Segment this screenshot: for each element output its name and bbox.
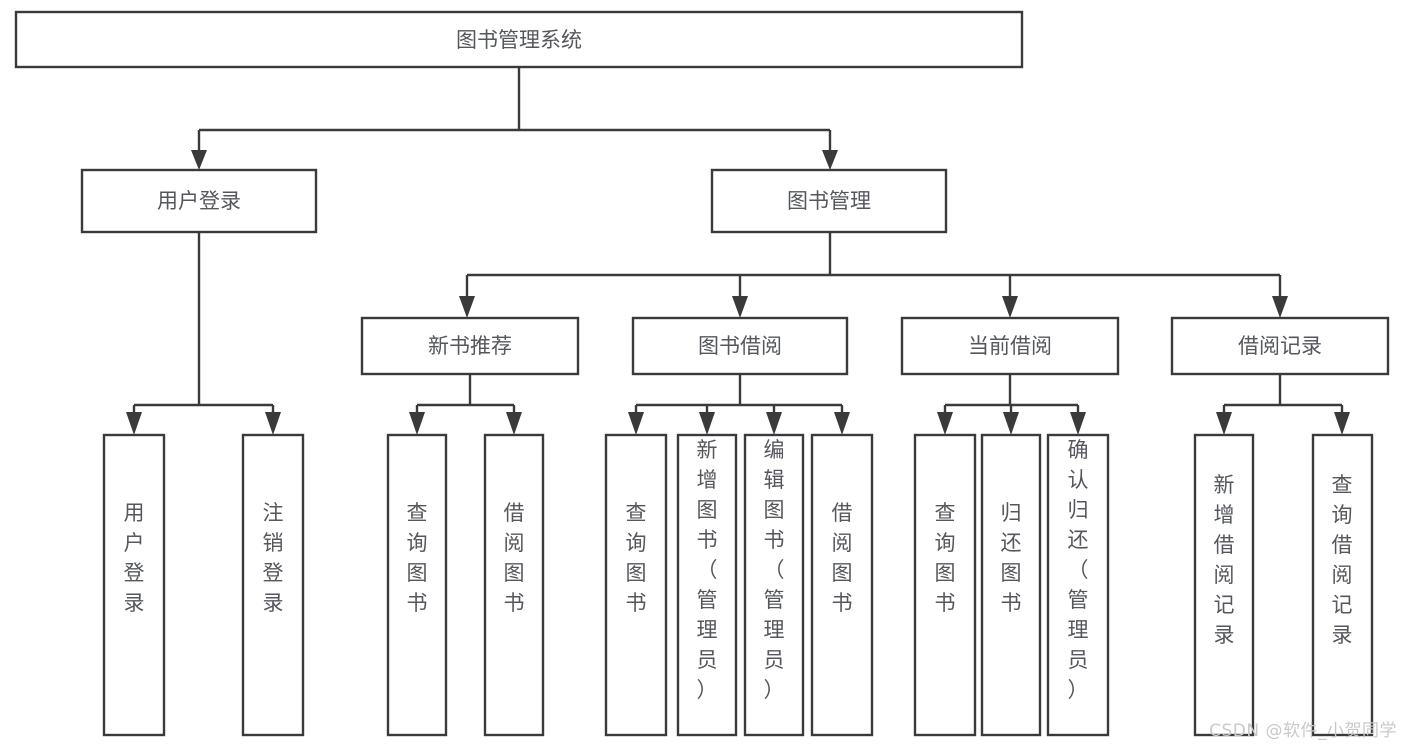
leaf-confirm-return-admin[interactable]: 确认归还（管理员） [1046,433,1110,737]
node-book-borrow-box[interactable] [631,316,849,376]
leaf-query-borrow-record-box[interactable] [1311,433,1374,737]
connector-layer [126,67,1350,435]
node-new-book-recommend[interactable]: 新书推荐 [360,316,580,376]
leaf-borrow-books-2-label: 借阅图书 [832,501,853,615]
arrow-head-leaf-query2 [628,412,644,435]
arrow-head-leaf-query3 [937,412,953,435]
leaf-borrow-books-1-box[interactable] [483,433,545,737]
arrow-head-leaf-borrow2 [834,412,850,435]
node-borrow-records-box[interactable] [1170,316,1390,376]
node-root-label: 图书管理系统 [456,28,582,52]
arrow-head-leaf-query1 [409,412,425,435]
arrow-head-bookmgmt [822,150,838,170]
node-current-borrow-label: 当前借阅 [968,334,1052,358]
node-new-book-recommend-label: 新书推荐 [428,334,512,358]
leaf-edit-book-admin[interactable]: 编辑图书（管理员） [743,433,805,737]
leaf-borrow-books-2[interactable]: 借阅图书 [810,433,874,737]
leaf-query-books-3-box[interactable] [913,433,977,737]
arrow-head-leaf-return [1003,412,1019,435]
leaf-borrow-books-1-label: 借阅图书 [504,501,525,615]
arrow-head-leaf-addrecord [1216,412,1232,435]
leaf-return-books[interactable]: 归还图书 [980,433,1042,737]
node-user-login-label: 用户登录 [157,189,241,213]
node-root[interactable]: 图书管理系统 [14,10,1024,69]
arrow-head-current [1002,296,1018,318]
leaf-add-book-admin-label: 新增图书（管理员） [697,438,718,702]
leaf-borrow-books-2-box[interactable] [810,433,874,737]
node-book-management-box[interactable] [710,168,948,234]
arrow-head-leaf-confirm [1070,412,1086,435]
leaf-user-login-label: 用户登录 [124,501,145,615]
leaf-query-books-1-box[interactable] [386,433,448,737]
arrow-head-leaf-editbook [766,412,782,435]
arrow-head-leaf-userlogin [126,412,142,435]
leaf-query-borrow-record[interactable]: 查询借阅记录 [1311,433,1374,737]
leaf-borrow-books-1[interactable]: 借阅图书 [483,433,545,737]
leaf-edit-book-admin-box[interactable] [743,433,805,737]
node-current-borrow-box[interactable] [900,316,1120,376]
leaf-query-books-2-label: 查询图书 [626,501,647,615]
arrow-head-leaf-addbook [699,412,715,435]
node-new-book-recommend-box[interactable] [360,316,580,376]
arrow-head-leaf-logout [265,412,281,435]
node-borrow-records[interactable]: 借阅记录 [1170,316,1390,376]
leaf-confirm-return-admin-label: 确认归还（管理员） [1068,438,1089,702]
leaf-add-borrow-record[interactable]: 新增借阅记录 [1193,433,1255,737]
leaf-user-login[interactable]: 用户登录 [102,433,166,737]
leaf-query-books-3[interactable]: 查询图书 [913,433,977,737]
node-current-borrow[interactable]: 当前借阅 [900,316,1120,376]
arrow-head-leaf-borrow1 [506,412,522,435]
leaf-add-book-admin-box[interactable] [676,433,738,737]
leaf-return-books-label: 归还图书 [1001,501,1022,615]
node-borrow-records-label: 借阅记录 [1238,334,1322,358]
csdn-watermark: CSDN @软件_小贺同学 [1209,721,1397,741]
node-book-borrow[interactable]: 图书借阅 [631,316,849,376]
arrow-head-records [1272,296,1288,318]
node-user-login[interactable]: 用户登录 [80,168,318,234]
leaf-query-books-1-label: 查询图书 [407,501,428,615]
leaf-query-books-2[interactable]: 查询图书 [604,433,668,737]
leaf-query-books-3-label: 查询图书 [935,501,956,615]
node-book-borrow-label: 图书借阅 [698,334,782,358]
arrow-head-newbook [459,296,475,318]
arrow-head-leaf-queryrecord [1334,412,1350,435]
arrow-head-borrow [732,296,748,318]
arrow-head-userlogin [191,150,207,170]
node-book-management[interactable]: 图书管理 [710,168,948,234]
leaf-user-login-box[interactable] [102,433,166,737]
leaf-query-books-1[interactable]: 查询图书 [386,433,448,737]
node-root-box[interactable] [14,10,1024,69]
leaf-query-borrow-record-label: 查询借阅记录 [1332,473,1353,647]
leaf-query-books-2-box[interactable] [604,433,668,737]
node-user-login-box[interactable] [80,168,318,234]
leaf-logout[interactable]: 注销登录 [241,433,305,737]
leaf-add-borrow-record-box[interactable] [1193,433,1255,737]
leaf-return-books-box[interactable] [980,433,1042,737]
node-book-management-label: 图书管理 [787,189,871,213]
leaf-edit-book-admin-label: 编辑图书（管理员） [764,438,785,702]
leaf-add-borrow-record-label: 新增借阅记录 [1214,473,1235,647]
leaf-logout-label: 注销登录 [263,501,284,615]
leaf-add-book-admin[interactable]: 新增图书（管理员） [676,433,738,737]
leaf-logout-box[interactable] [241,433,305,737]
leaf-confirm-return-admin-box[interactable] [1046,433,1110,737]
